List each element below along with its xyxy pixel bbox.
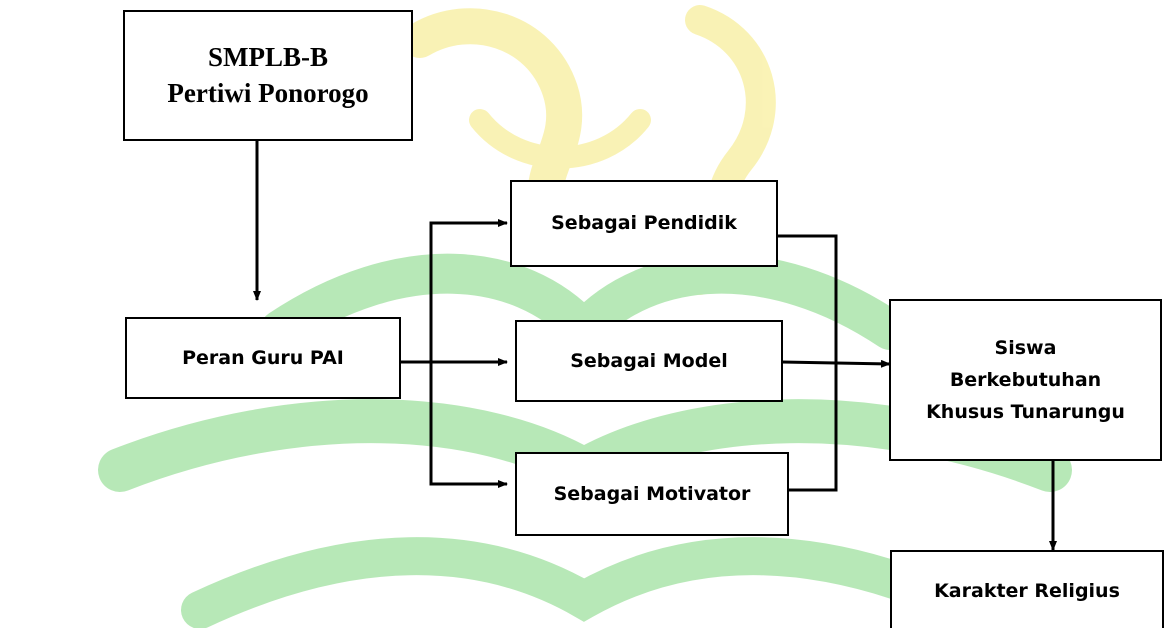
students-node: Siswa Berkebutuhan Khusus Tunarungu	[889, 299, 1162, 461]
branch-bracket	[429, 221, 507, 486]
model-node: Sebagai Model	[515, 320, 783, 402]
character-label: Karakter Religius	[934, 579, 1120, 602]
role-node: Peran Guru PAI	[125, 317, 401, 399]
students-line-2: Berkebutuhan	[949, 368, 1102, 391]
character-node: Karakter Religius	[890, 550, 1164, 628]
motivator-node: Sebagai Motivator	[515, 452, 789, 536]
educator-node: Sebagai Pendidik	[510, 180, 778, 267]
school-node: SMPLB-B Pertiwi Ponorogo	[123, 10, 413, 141]
educator-label: Sebagai Pendidik	[551, 212, 737, 235]
school-line-1: SMPLB-B	[207, 42, 328, 73]
students-line-3: Khusus Tunarungu	[926, 401, 1125, 424]
arrow-model-to-students	[781, 359, 891, 368]
model-label: Sebagai Model	[570, 349, 728, 372]
students-line-1: Siswa	[994, 336, 1057, 359]
school-line-2: Pertiwi Ponorogo	[167, 77, 369, 108]
role-label: Peran Guru PAI	[182, 346, 344, 369]
motivator-label: Sebagai Motivator	[553, 482, 751, 505]
